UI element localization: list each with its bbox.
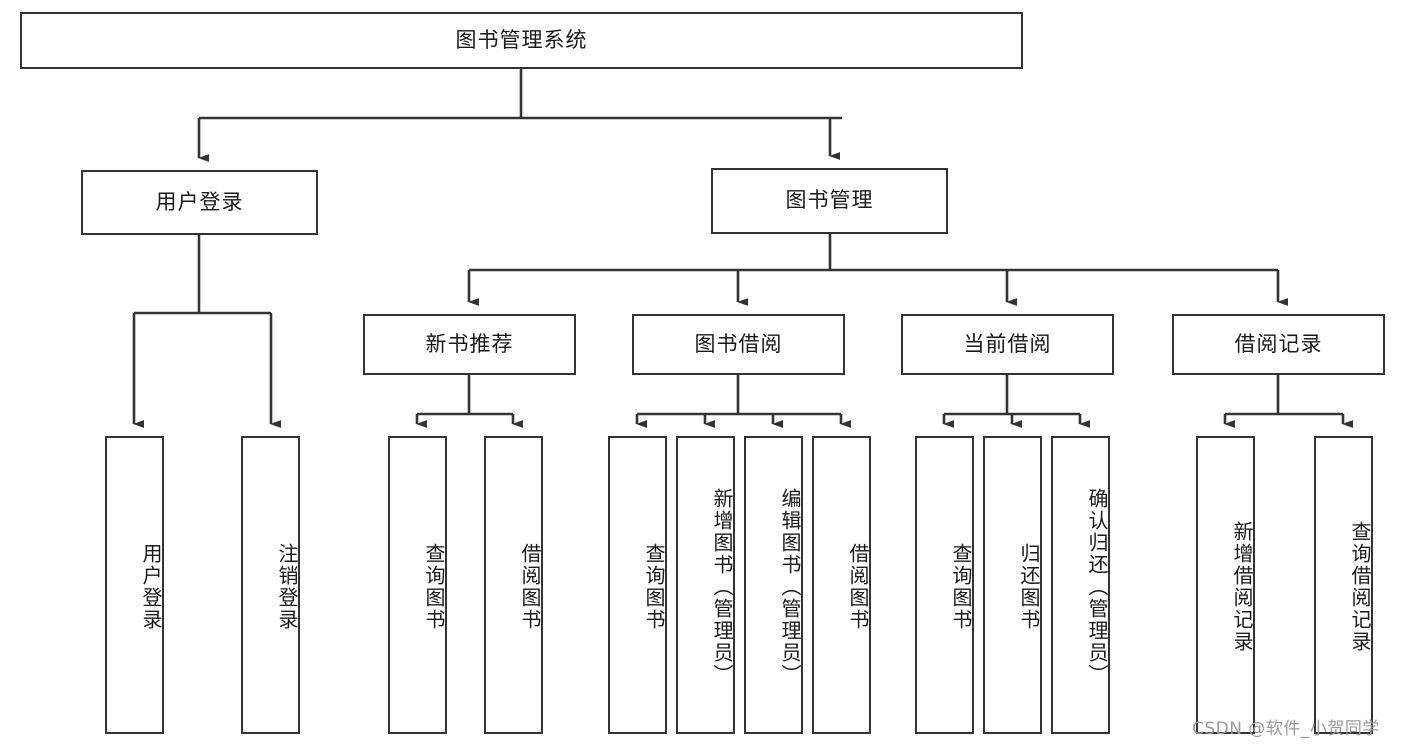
node-book-borrow[interactable]: 图书借阅 [632,314,845,375]
leaf-confirm-return-admin[interactable]: 确认归还（管理员） [1051,436,1110,734]
leaf-borrow-book[interactable]: 借阅图书 [812,436,871,734]
leaf-return-book[interactable]: 归还图书 [983,436,1042,734]
node-root[interactable]: 图书管理系统 [20,12,1023,69]
node-new-book-recommend[interactable]: 新书推荐 [363,314,576,375]
node-book-management[interactable]: 图书管理 [711,168,948,234]
leaf-add-borrow-record[interactable]: 新增借阅记录 [1196,436,1255,734]
leaf-query-book-new[interactable]: 查询图书 [388,436,447,734]
leaf-query-book-borrow[interactable]: 查询图书 [608,436,667,734]
node-user-login[interactable]: 用户登录 [81,170,318,235]
leaf-edit-book-admin[interactable]: 编辑图书（管理员） [744,436,803,734]
leaf-logout[interactable]: 注销登录 [241,436,300,734]
leaf-borrow-book-new[interactable]: 借阅图书 [484,436,543,734]
leaf-query-borrow-record[interactable]: 查询借阅记录 [1314,436,1373,734]
csdn-watermark: CSDN @软件_小贺同学 [1192,719,1380,739]
leaf-query-book-current[interactable]: 查询图书 [915,436,974,734]
node-current-borrow[interactable]: 当前借阅 [901,314,1114,375]
leaf-add-book-admin[interactable]: 新增图书（管理员） [676,436,735,734]
leaf-user-login[interactable]: 用户登录 [105,436,164,734]
node-borrow-record[interactable]: 借阅记录 [1172,314,1385,375]
